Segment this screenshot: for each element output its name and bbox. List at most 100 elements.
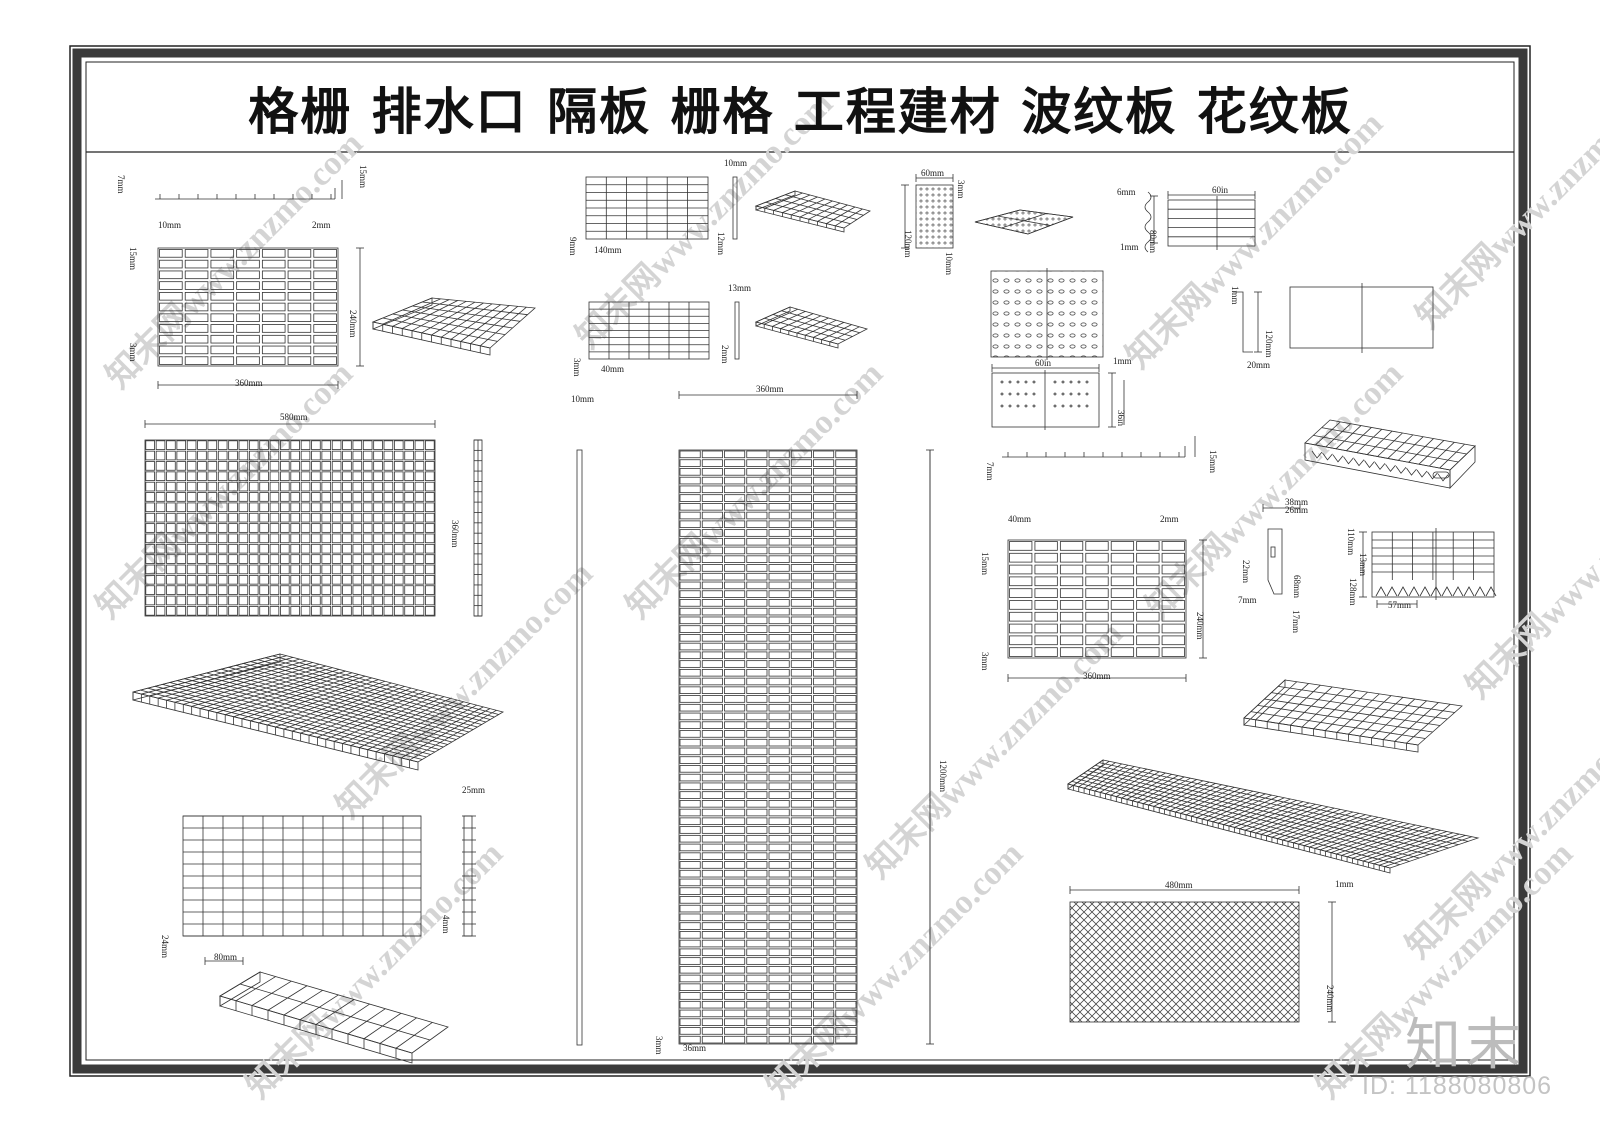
- dimension-label: 12mm: [716, 232, 726, 255]
- dimension-label: 1mm: [1335, 879, 1354, 889]
- inner-frame: [85, 61, 1515, 1061]
- bracket-detail: [1262, 504, 1301, 595]
- dimension-label: 38mm: [1285, 497, 1308, 507]
- grating-c-plan: [182, 815, 476, 965]
- checker-plate-plan: [1069, 886, 1336, 1023]
- dimension-label: 360mm: [1083, 671, 1111, 681]
- dimension-label: 1mm: [1113, 356, 1132, 366]
- z-profile-section: [1233, 291, 1262, 353]
- grating-e-plan: [588, 301, 740, 360]
- corrugated-sheet-plan: [1167, 191, 1256, 250]
- dimension-label: 9mm: [568, 237, 578, 256]
- watermark-text: 知末网www.znzmo.com: [1139, 354, 1410, 625]
- grating-d-iso: [754, 190, 871, 233]
- dimension-label: 20mm: [1247, 360, 1270, 370]
- brand-logo: 知末: [1405, 1013, 1525, 1078]
- perforated-sheet-plan: [990, 268, 1104, 360]
- title-block: 格栅 排水口 隔板 栅格 工程建材 波纹板 花纹板: [88, 66, 1513, 150]
- grating-c-iso: [219, 971, 449, 1064]
- frame-band: [72, 48, 1528, 1074]
- dimension-label: 120mm: [1264, 330, 1274, 358]
- dimension-label: 3mm: [572, 358, 582, 377]
- dimension-label: 1mm: [1120, 242, 1139, 252]
- grating-d-plan: [585, 176, 738, 240]
- dimension-label: 480mm: [1165, 880, 1193, 890]
- dimension-label: 17mm: [1291, 610, 1301, 633]
- dimension-label: 120mm: [903, 230, 913, 258]
- grating-a-plan: [157, 247, 364, 389]
- dimension-label: 2mm: [1160, 514, 1179, 524]
- dimension-label: 2mm: [312, 220, 331, 230]
- image-id-label: ID: 1188080806: [1362, 1072, 1553, 1100]
- dimension-label: 240mm: [1195, 612, 1205, 640]
- dimension-label: 360mm: [235, 378, 263, 388]
- dimension-label: 10mm: [158, 220, 181, 230]
- outer-frame: [69, 45, 1531, 1077]
- dimension-label: 10mm: [571, 394, 594, 404]
- dimension-label: 15mm: [128, 247, 138, 270]
- dimension-label: 13mm: [1358, 553, 1368, 576]
- dimension-label: 3mm: [956, 180, 966, 199]
- dimension-label: 40mm: [1008, 514, 1031, 524]
- dimension-label: 7mm: [985, 462, 995, 481]
- dimension-label: 80mm: [214, 952, 237, 962]
- dimension-label: 2mm: [720, 345, 730, 364]
- z-profile-plan: [1289, 283, 1434, 353]
- dimension-label: 22mm: [1241, 560, 1251, 583]
- dimension-label: 80mm: [1148, 230, 1158, 253]
- dimension-label: 7mm: [116, 175, 126, 194]
- dimension-label: 360mm: [756, 384, 784, 394]
- drain-cover-plan: [901, 174, 954, 249]
- perforated-panel-elevation: [991, 364, 1125, 430]
- dimension-label: 360mm: [450, 520, 460, 548]
- dimension-label: 15mm: [1208, 450, 1218, 473]
- grating-h-plan: [1007, 539, 1207, 682]
- grating-f-plan: [678, 391, 934, 1045]
- dimension-label: 60mm: [921, 168, 944, 178]
- dimension-label: 40mm: [601, 364, 624, 374]
- dimension-label: 7mm: [1238, 595, 1257, 605]
- dimension-label: 26mm: [1285, 505, 1308, 515]
- dimension-label: 1mm: [1230, 286, 1240, 305]
- dimension-label: 36in: [1116, 410, 1126, 427]
- watermark-text: 知末网www.znzmo.com: [89, 354, 360, 625]
- dimension-label: 4mm: [441, 915, 451, 934]
- dimension-label: 25mm: [462, 785, 485, 795]
- dimension-label: 3mm: [654, 1036, 664, 1055]
- grating-e-iso: [754, 306, 869, 349]
- dimension-label: 240mm: [348, 310, 358, 338]
- dimension-label: 580mm: [280, 412, 308, 422]
- dimension-label: 110mm: [1346, 528, 1356, 555]
- dimension-label: 15mm: [980, 552, 990, 575]
- grating-a-profile: [155, 180, 343, 200]
- dimension-label: 240mm: [1325, 985, 1335, 1013]
- dimension-label: 57mm: [1388, 600, 1411, 610]
- grating-b-iso: [132, 653, 505, 771]
- dimension-label: 10mm: [944, 252, 954, 275]
- stair-tread-plan: [1359, 528, 1497, 608]
- dimension-label: 60in: [1212, 185, 1229, 195]
- dimension-label: 68mm: [1292, 575, 1302, 598]
- dimension-label: 36mm: [683, 1043, 706, 1053]
- drain-cover-iso: [974, 209, 1074, 235]
- grating-a-iso: [371, 297, 536, 356]
- dimension-label: 1200mm: [938, 760, 948, 792]
- stair-tread-iso: [1304, 419, 1476, 489]
- dimension-label: 3mm: [980, 652, 990, 671]
- long-grating-iso: [1067, 759, 1480, 874]
- dimension-label: 140mm: [594, 245, 622, 255]
- corrugated-sheet-profile: [1144, 191, 1158, 253]
- dimension-label: 15mm: [358, 165, 368, 188]
- grating-b-plan: [144, 420, 483, 617]
- dimension-label: 24mm: [160, 935, 170, 958]
- strip-elevation: [576, 449, 583, 1046]
- dimension-label: 128mm: [1348, 578, 1358, 606]
- dimension-label: 3mm: [128, 343, 138, 362]
- drawing-title: 格栅 排水口 隔板 栅格 工程建材 波纹板 花纹板: [248, 83, 1353, 141]
- dimension-label: 6mm: [1117, 187, 1136, 197]
- dimension-label: 10mm: [724, 158, 747, 168]
- dimension-label: 13mm: [728, 283, 751, 293]
- dimension-label: 60in: [1035, 358, 1052, 368]
